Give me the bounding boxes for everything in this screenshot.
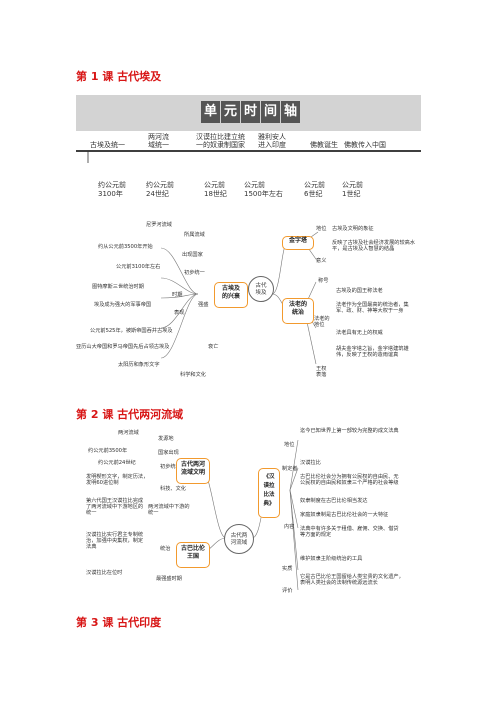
node: 埃及成为强大的军事帝国 — [94, 302, 152, 308]
node: 奴隶制度在古巴比伦相当发达 — [300, 498, 368, 504]
unit-timeline: 单 元 时 间 轴 古埃及统一 两河流 域统一 汉谟拉比建立统 一的奴隶制国家 … — [76, 95, 421, 211]
timeline-event: 佛教传入中国 — [344, 141, 386, 149]
node: 衰亡 — [208, 344, 219, 350]
center-egypt: 古代 埃及 — [248, 276, 274, 302]
node: 地位 — [284, 442, 295, 448]
topic-hammurabi-code: 《汉 谟拉 比法 典》 — [258, 468, 280, 518]
timeline-event: 古埃及统一 — [90, 141, 125, 149]
topic-mesopotamia-civilization: 古代两河 流域文明 — [176, 458, 210, 484]
banner-char: 单 — [201, 101, 220, 123]
node: 所属流域 — [184, 232, 205, 238]
node: 两河流域 — [118, 430, 139, 436]
center-mesopotamia: 古代两 河流域 — [224, 524, 254, 554]
timeline-event: 雅利安人 进入印度 — [258, 133, 286, 149]
topic-old-babylon: 古巴比伦 王国 — [176, 542, 210, 568]
node: 意义 — [316, 258, 327, 264]
lesson3-heading: 第 3 课 古代印度 — [76, 616, 162, 629]
node: 出现国家 — [182, 252, 203, 258]
node: 时期 — [172, 292, 183, 298]
mindmap-egypt: 尼罗河流域 所属流域 约从公元前3500年开始 出现国家 公元前3100年左右 … — [76, 218, 421, 386]
timeline-event: 汉谟拉比建立统 一的奴隶制国家 — [196, 133, 245, 149]
timeline-date: 公元前 1世纪 — [342, 181, 363, 198]
node: 法老作为全国最高的统治者，集军、政、财、神等大权于一身 — [336, 302, 409, 315]
node: 尼罗河流域 — [146, 222, 172, 228]
node: 太阳历和象形文字 — [118, 362, 160, 368]
node: 约从公元前3500年开始 — [98, 244, 153, 250]
node: 表现 — [174, 310, 185, 316]
lesson2-heading: 第 2 课 古代两河流域 — [76, 408, 184, 421]
node: 初步统一 — [160, 464, 181, 470]
node: 约公元前3500年 — [88, 448, 128, 454]
timeline-banner: 单 元 时 间 轴 — [201, 101, 301, 125]
banner-char: 时 — [241, 101, 260, 123]
topic-pyramid: 金字塔 — [282, 236, 314, 250]
node: 古埃及的国王称法老 — [336, 288, 383, 294]
timeline-date: 公元前 6世纪 — [304, 181, 325, 198]
node: 法老的 地位 — [314, 316, 330, 329]
node: 公元前3100年左右 — [116, 264, 161, 270]
node: 汉谟拉比在位时 — [86, 570, 123, 576]
node: 家庭奴隶制是古巴比伦社会的一大特征 — [300, 512, 389, 518]
banner-char: 间 — [261, 101, 280, 123]
node: 初步统一 — [184, 270, 205, 276]
mindmap-mesopotamia: 两河流域 发源地 约公元前3500年 国家出现 约公元前24世纪 初步统一 发明… — [86, 428, 414, 598]
node: 法典中有许多关于租借、雇佣、交换、借贷等方面的规定 — [300, 526, 399, 539]
node: 内容 — [284, 524, 295, 530]
node: 制定者 — [282, 466, 298, 472]
node: 公元前525年，被斯帝国吞并古埃及 — [90, 328, 173, 334]
banner-char: 元 — [221, 101, 240, 123]
node: 汉谟拉比 — [300, 460, 321, 466]
node: 古埃及文明的象征 — [332, 226, 374, 232]
node: 第六代国王汉谟拉比完成了两河流域中下游地区的统一 — [86, 498, 144, 517]
node: 称号 — [318, 278, 329, 284]
topic-pharaoh: 法老的 统治 — [282, 298, 314, 324]
node: 它是古巴比伦王国留给人类宝贵的文化遗产，表明人类社会的法制传统源远流长 — [300, 574, 404, 587]
node: 实质 — [282, 566, 293, 572]
timeline-date: 约公元前 3100年 — [98, 181, 126, 198]
timeline-date: 约公元前 24世纪 — [146, 181, 174, 198]
node: 发明楔形文字，制定历法，发明60进位制 — [86, 474, 149, 487]
node: 国家出现 — [158, 450, 179, 456]
node: 古巴比伦社会分为拥有公民权的自由民、无公民权的自由民和奴隶三个严格的社会等级 — [300, 474, 399, 487]
node: 科学和文化 — [180, 372, 206, 378]
node: 迄今已知世界上第一部较为完整的成文法典 — [300, 428, 399, 434]
node: 两河流域中下游的统一 — [148, 504, 190, 517]
node: 评价 — [282, 588, 293, 594]
timeline-date: 公元前 18世纪 — [204, 181, 227, 198]
topic-rise-fall: 古埃及 的兴衰 — [214, 282, 248, 308]
node: 胡夫金字塔之旨，金字塔建筑雄伟，反映了王权的造雨谊真 — [336, 346, 409, 359]
timeline-event: 两河流 域统一 — [148, 133, 169, 149]
node: 王权 表落 — [316, 366, 327, 379]
node: 科技、文化 — [160, 486, 186, 492]
node: 法老具有无上的权威 — [336, 330, 383, 336]
timeline-date: 公元前 1500年左右 — [244, 181, 283, 198]
node: 最强盛时期 — [156, 576, 182, 582]
node: 发源地 — [158, 436, 174, 442]
banner-char: 轴 — [281, 101, 300, 123]
node: 统治 — [160, 546, 171, 552]
node: 反映了古埃及社会经济发展的较高水平，是古埃及人智慧的结晶 — [332, 240, 416, 253]
node: 强盛 — [198, 302, 209, 308]
node: 图特摩斯三世统治时期 — [92, 284, 144, 290]
node: 维护奴隶主阶级统治的工具 — [300, 556, 363, 562]
node: 汉谟拉比实行君主专制统治，加强中央集权，制定法典 — [86, 532, 144, 551]
node: 亚历山大帝国和罗马帝国先后占领古埃及 — [76, 344, 170, 350]
lesson1-heading: 第 1 课 古代埃及 — [76, 70, 162, 83]
timeline-event: 佛教诞生 — [310, 141, 338, 149]
node: 约公元前24世纪 — [98, 460, 136, 466]
node: 地位 — [316, 226, 327, 232]
